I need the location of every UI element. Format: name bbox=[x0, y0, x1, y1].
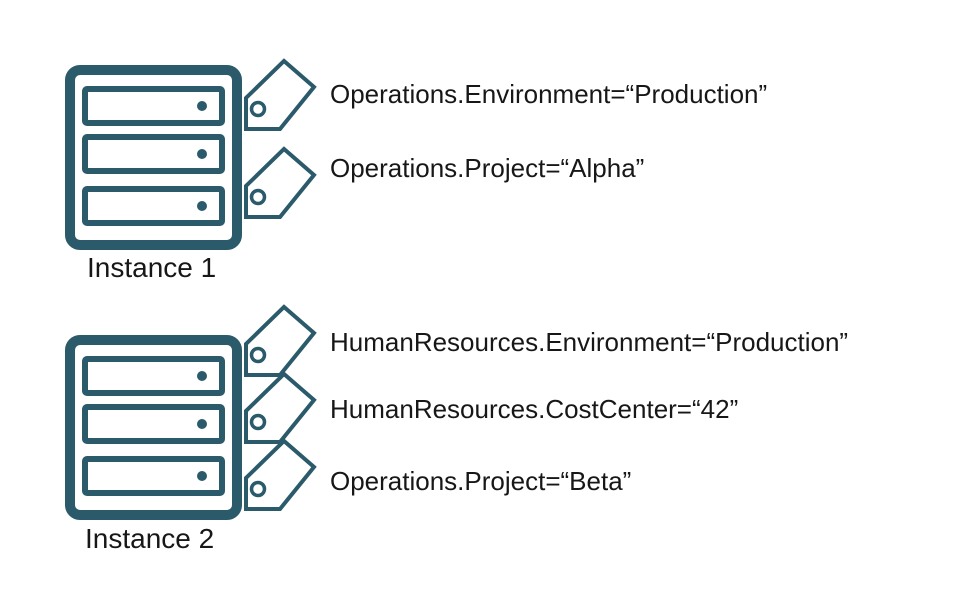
tag-icon bbox=[243, 304, 317, 378]
instance-1-tag-1-text: Operations.Environment=“Production” bbox=[330, 79, 768, 109]
tag-icon bbox=[243, 58, 317, 132]
instance-2-label: Instance 2 bbox=[85, 523, 215, 554]
instance-2-tag-3-text: Operations.Project=“Beta” bbox=[330, 466, 632, 496]
instance-2-tag-1-text: HumanResources.Environment=“Production” bbox=[330, 327, 849, 357]
tag-icon bbox=[243, 146, 317, 220]
instance-2-tag-2-text: HumanResources.CostCenter=“42” bbox=[330, 394, 739, 424]
instance-1-label: Instance 1 bbox=[87, 252, 217, 283]
server-icon bbox=[65, 65, 242, 250]
tag-icon bbox=[243, 438, 317, 512]
tag-icon bbox=[243, 371, 317, 445]
server-icon bbox=[65, 335, 242, 520]
instance-1-server-group bbox=[65, 65, 242, 255]
instance-2-server-group bbox=[65, 335, 242, 525]
instance-1-tag-2-text: Operations.Project=“Alpha” bbox=[330, 153, 645, 183]
